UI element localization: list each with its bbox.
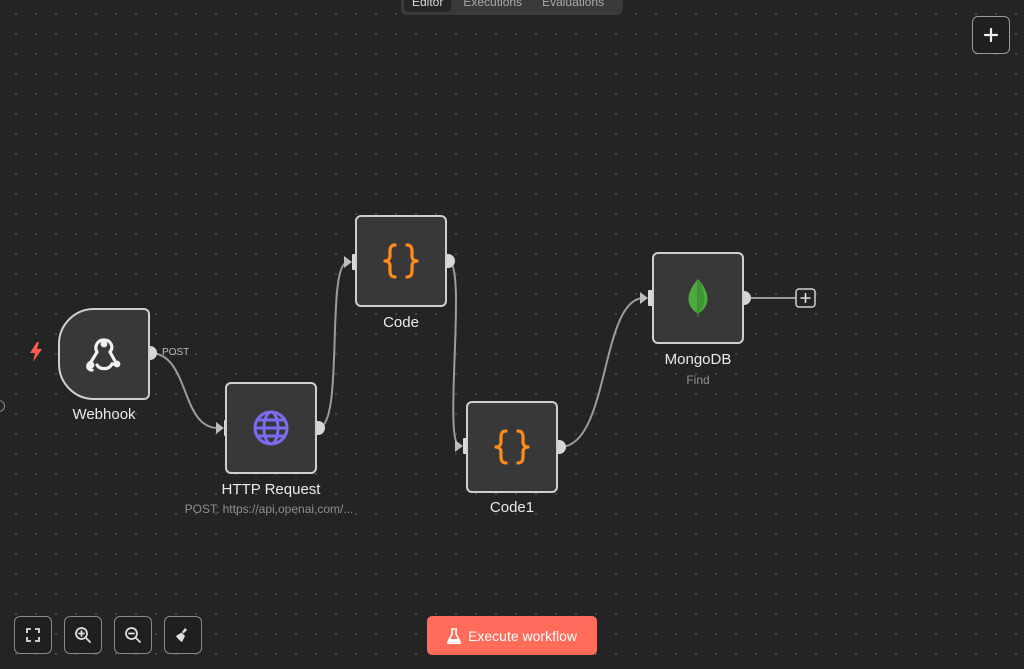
node-label-http-request: HTTP Request	[221, 481, 321, 498]
node-mongodb[interactable]	[652, 252, 744, 344]
node-label-code: Code	[383, 314, 419, 331]
globe-icon	[253, 410, 289, 446]
connection-webhook-http	[149, 352, 219, 429]
node-subtitle-mongodb: Find	[686, 373, 710, 387]
zoom-out-button[interactable]	[114, 616, 152, 654]
webhook-icon	[86, 338, 121, 372]
tab-evaluations[interactable]: Evaluations	[542, 0, 605, 9]
flask-icon	[447, 627, 461, 644]
execute-workflow-button[interactable]: Execute workflow	[427, 616, 597, 655]
plus-icon	[983, 27, 999, 43]
tab-editor[interactable]: Editor	[404, 0, 452, 12]
code-braces-icon	[383, 243, 419, 279]
view-tabs: Editor Executions Evaluations	[401, 0, 623, 15]
broom-icon	[176, 628, 187, 642]
add-node-button[interactable]	[972, 16, 1010, 54]
node-code[interactable]	[355, 215, 447, 307]
execute-workflow-label: Execute workflow	[468, 627, 577, 644]
zoom-in-icon	[75, 627, 91, 643]
node-label-code1: Code1	[489, 499, 535, 516]
add-next-node-handle	[795, 288, 816, 308]
fit-view-icon	[26, 628, 40, 642]
zoom-in-button[interactable]	[64, 616, 102, 654]
node-code1[interactable]	[466, 401, 558, 493]
node-label-webhook: Webhook	[72, 406, 136, 423]
output-label-post: POST	[162, 347, 190, 358]
code-braces-icon	[494, 429, 530, 465]
mongodb-leaf-icon	[688, 279, 708, 318]
input-handle-mongodb	[648, 290, 653, 306]
node-http-request[interactable]	[225, 382, 317, 474]
connection-code1-mongodb	[559, 297, 645, 448]
node-label-mongodb: MongoDB	[664, 351, 732, 368]
node-subtitle-http-request: POST: https://api.openai.com/...	[184, 502, 354, 516]
node-webhook[interactable]	[58, 308, 150, 400]
zoom-to-fit-button[interactable]	[14, 616, 52, 654]
trigger-bolt-icon	[28, 341, 44, 368]
tidy-up-button[interactable]	[164, 616, 202, 654]
connection-code-code1	[447, 260, 461, 447]
zoom-out-icon	[125, 627, 141, 643]
connection-http-code	[317, 261, 349, 429]
tab-executions[interactable]: Executions	[463, 0, 523, 9]
